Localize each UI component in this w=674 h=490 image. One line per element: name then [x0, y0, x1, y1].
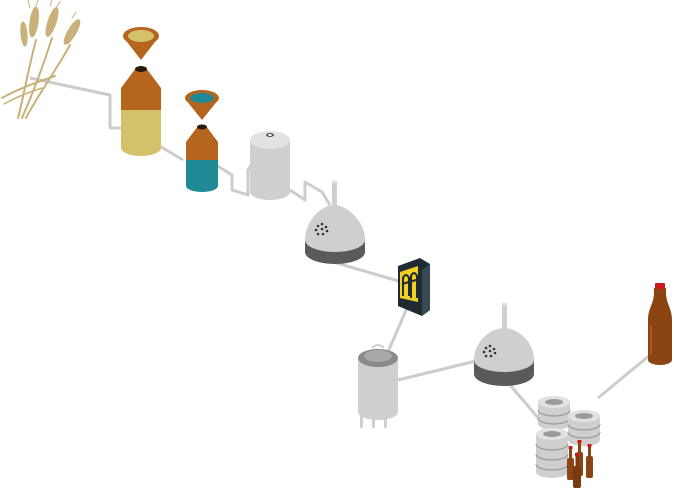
pipe-cooler-to-fermenter — [386, 307, 409, 353]
grist-silo-icon — [185, 90, 219, 192]
pipe-network — [29, 76, 651, 421]
barley-icon — [1, 0, 81, 119]
bottle-icon — [573, 453, 581, 488]
pipe-mash-to-kettle — [289, 180, 332, 206]
pipe-kettle-to-cooler — [332, 260, 403, 284]
pipe-barley-to-malt — [29, 76, 125, 130]
conditioning-kettle-icon — [474, 302, 534, 386]
small-bottles — [567, 440, 593, 488]
pipe-fermenter-to-conditioning — [397, 358, 481, 382]
kettle-sight-dots — [314, 222, 329, 236]
plate-cooler-icon — [398, 258, 430, 316]
keg-icon — [537, 396, 571, 430]
pipe-malt-to-grist — [157, 143, 184, 162]
bottle-icon — [586, 444, 593, 478]
bottle-icon — [567, 446, 574, 480]
brew-kettle-icon — [305, 180, 365, 264]
pipe-kegs-to-bottle — [597, 353, 651, 400]
keg-icon — [535, 428, 569, 478]
pipe-conditioning-to-kegs — [508, 384, 542, 421]
keg-icon — [567, 410, 601, 446]
malt-silo-icon — [121, 27, 161, 156]
fermentation-tank-icon — [358, 344, 398, 428]
beer-bottle-icon — [648, 283, 672, 365]
mash-tun-icon — [250, 131, 290, 200]
kettle-sight-dots — [482, 344, 497, 358]
pipe-grist-to-mash — [215, 159, 256, 197]
kegs-and-bottles-icon — [535, 396, 601, 488]
